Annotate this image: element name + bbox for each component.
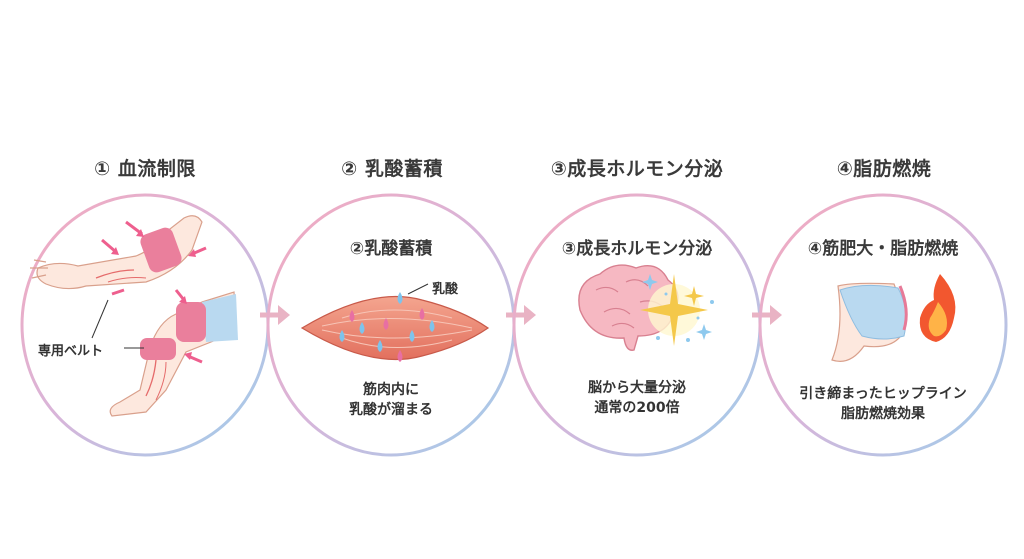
flow-arrow-2	[506, 305, 536, 325]
brain-illustration	[578, 264, 714, 351]
leg-arm-illustration	[30, 215, 238, 417]
step-4-inner-title: ④筋肥大・脂肪燃焼	[807, 239, 959, 259]
muscle-illustration	[300, 283, 490, 362]
step-4-caption-line2: 脂肪燃焼効果	[841, 406, 925, 422]
step-3-caption-line1: 脳から大量分泌	[588, 380, 686, 396]
step-2-inner-title: ②乳酸蓄積	[349, 239, 433, 259]
step-2-caption-line2: 乳酸が溜まる	[349, 402, 433, 418]
step-4-ring	[758, 193, 1008, 457]
hip-illustration	[831, 274, 956, 362]
step-2-circle: ②乳酸蓄積 乳酸 筋肉内に 乳酸が溜まる	[262, 190, 520, 460]
lactic-acid-label: 乳酸	[432, 282, 459, 297]
step-2-title: ② 乳酸蓄積	[341, 158, 443, 180]
flow-arrow-3	[752, 305, 782, 325]
step-4-caption: 引き締まったヒップライン 脂肪燃焼効果	[754, 384, 1012, 424]
step-4-circle: ④筋肥大・脂肪燃焼 引き締まったヒップライン 脂肪燃焼効果	[754, 190, 1012, 460]
step-1-title: ① 血流制限	[94, 158, 196, 180]
step-4-caption-line1: 引き締まったヒップライン	[799, 386, 967, 402]
flow-arrow-1	[260, 305, 290, 325]
step-3-circle: ③成長ホルモン分泌 脳から大量分泌 通常の200倍	[508, 190, 766, 460]
step-3-caption-line2: 通常の200倍	[594, 400, 680, 416]
step-2-caption: 筋肉内に 乳酸が溜まる	[262, 380, 520, 420]
step-2-caption-line1: 筋肉内に	[363, 382, 419, 398]
step-1-circle: 専用ベルト	[16, 190, 274, 460]
special-belt-label: 専用ベルト	[38, 344, 104, 359]
step-3-inner-title: ③成長ホルモン分泌	[561, 239, 713, 259]
step-4-title: ④脂肪燃焼	[836, 158, 932, 180]
step-3-title: ③成長ホルモン分泌	[550, 158, 724, 180]
step-3-caption: 脳から大量分泌 通常の200倍	[508, 378, 766, 418]
